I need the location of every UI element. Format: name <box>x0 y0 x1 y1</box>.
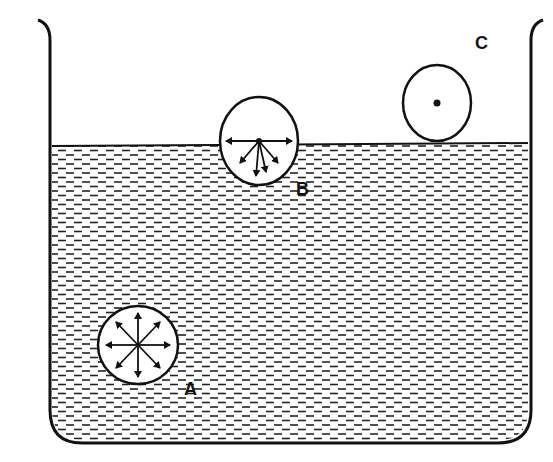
beaker-outline <box>38 20 543 443</box>
part-label: C <box>475 34 488 52</box>
molecule-a <box>98 306 178 384</box>
molecule-c <box>403 65 471 141</box>
molecule-b <box>220 97 298 185</box>
part-label: B <box>296 180 309 198</box>
part-label: A <box>184 380 197 398</box>
liquid <box>52 144 528 440</box>
